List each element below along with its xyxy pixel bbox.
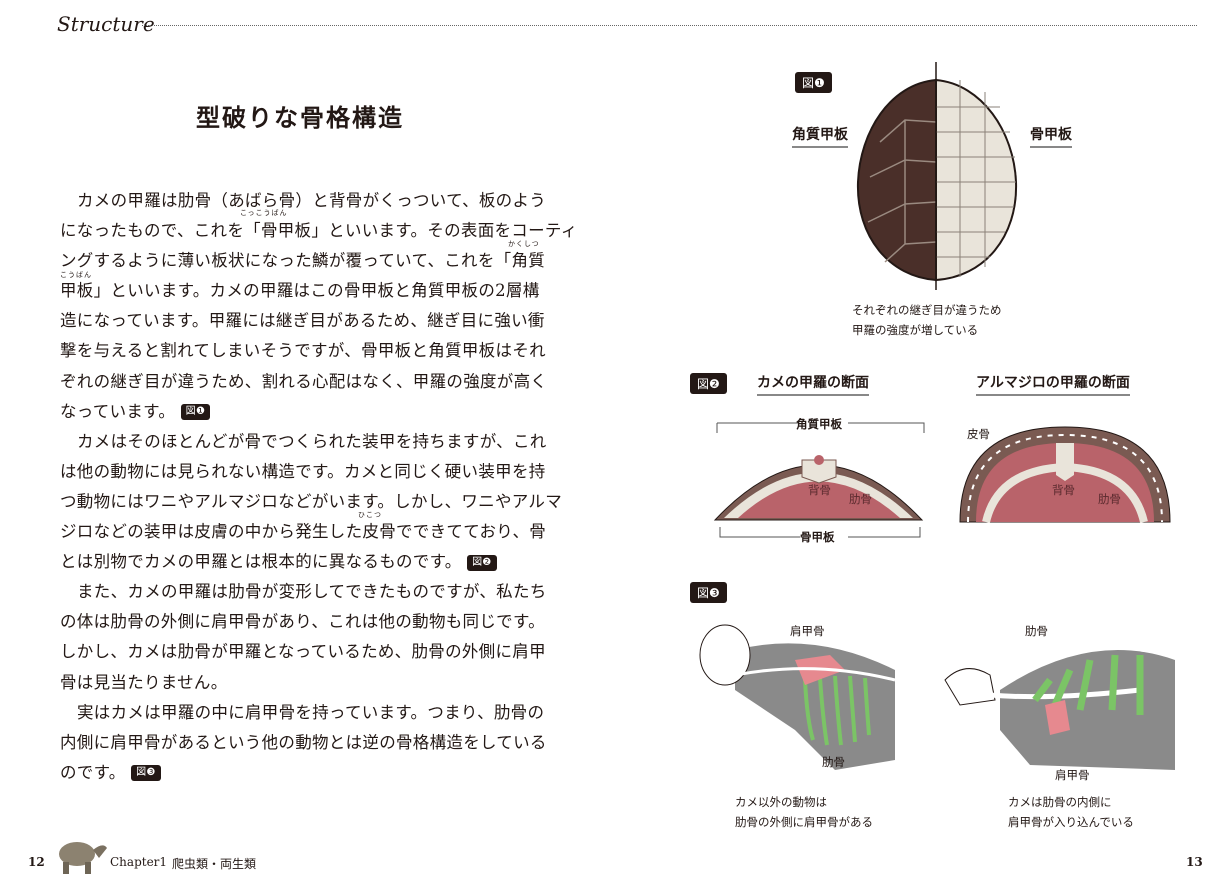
spine-label: 背骨: [808, 483, 831, 497]
rib-label: 肋骨: [1098, 492, 1121, 506]
text-line: カメはそのほとんどが骨でつくられた装甲を持ちますが、これ: [77, 431, 547, 451]
chapter-title: 爬虫類・両生類: [172, 857, 257, 871]
figure-3-left-caption: カメ以外の動物は 肋骨の外側に肩甲骨がある: [735, 792, 873, 832]
ruby-text: こうばん: [60, 271, 92, 279]
bony-plate-label: 骨甲板: [800, 530, 835, 544]
caption-line: 甲羅の強度が増している: [852, 323, 979, 337]
text-span: とは別物でカメの甲羅とは根本的に異なるものです。: [60, 552, 462, 572]
figure-3-tag: 図❸: [690, 582, 727, 603]
text-line: しかし、カメは肋骨が甲羅となっているため、肋骨の外側に肩甲: [60, 642, 546, 662]
figure-ref-1[interactable]: 図❶: [180, 404, 211, 421]
figure-3-right-caption: カメは肋骨の内側に 肩甲骨が入り込んでいる: [1008, 792, 1134, 832]
text-line: カメの甲羅は肋骨（あばら骨）と背骨がくっついて、板のよう: [77, 191, 547, 210]
horny-scute-label: 角質甲板: [796, 417, 842, 431]
figure-2-tag: 図❷: [690, 373, 727, 394]
text-span: なっています。: [60, 401, 176, 421]
figure-ref-2[interactable]: 図❷: [467, 554, 497, 571]
figure-ref-3[interactable]: 図❸: [131, 765, 161, 782]
figure-1-tag: 図❶: [795, 72, 832, 93]
ruby-text: かくしつ: [508, 240, 540, 248]
text-line: つ動物にはワニやアルマジロなどがいます。しかし、ワニやアルマ: [60, 491, 563, 511]
text-line: 内側に肩甲骨があるという他の動物とは逆の骨格構造をしている: [60, 732, 547, 752]
text-line: のです。 図❸: [60, 758, 550, 788]
body-text: カメの甲羅は肋骨（あばら骨）と背骨がくっついて、板のよう になったもので、これを…: [60, 186, 578, 788]
caption-line: それぞれの継ぎ目が違うため: [852, 303, 1002, 317]
text-line: 撃を与えると割れてしまいそうですが、骨甲板と角質甲板はそれ: [60, 341, 546, 361]
ruby-text: こっこうばん: [240, 209, 288, 217]
caption-line: 肋骨の外側に肩甲骨がある: [735, 815, 873, 829]
scapula-label: 肩甲骨: [1055, 768, 1090, 782]
shell-illustration: [856, 62, 1018, 290]
text-line: 甲板」といいます。カメの甲羅はこの骨甲板と角質甲板の2層構: [60, 281, 540, 301]
page-title: 型破りな骨格構造: [196, 104, 404, 132]
text-line: ぞれの継ぎ目が違うため、割れる心配はなく、甲羅の強度が高く: [60, 371, 548, 391]
text-line: になったもので、これを「骨甲板」といいます。その表面をコーティ: [60, 221, 578, 241]
text-span: のです。: [60, 762, 126, 782]
turtle-skeleton: [944, 650, 1175, 770]
text-line: 骨は見当たりません。: [60, 672, 228, 692]
text-line: は他の動物には見られない構造です。カメと同じく硬い装甲を持: [60, 461, 546, 481]
text-line: ングするように薄い板状になった鱗が覆っていて、これを「角質: [60, 251, 546, 271]
text-line: また、カメの甲羅は肋骨が変形してできたものですが、私たち: [77, 582, 547, 602]
turtle-cross-section: [713, 422, 925, 538]
armadillo-cross-section: [959, 426, 1171, 524]
turtle-section-title: カメの甲羅の断面: [757, 372, 869, 396]
mammal-skeleton: [699, 624, 896, 770]
skin-bone-label: 皮骨: [967, 427, 990, 441]
figure-1-caption: それぞれの継ぎ目が違うため 甲羅の強度が増している: [852, 300, 1002, 340]
tortoise-icon: [59, 842, 107, 874]
section-header: Structure: [57, 12, 155, 36]
text-line: 実はカメは甲羅の中に肩甲骨を持っています。つまり、肋骨の: [77, 702, 545, 722]
armadillo-section-title: アルマジロの甲羅の断面: [976, 372, 1130, 396]
page-number-right: 13: [1186, 855, 1203, 869]
rib-label: 肋骨: [849, 492, 872, 506]
text-line: の体は肋骨の外側に肩甲骨があり、これは他の動物も同じです。: [60, 612, 545, 632]
caption-line: 肩甲骨が入り込んでいる: [1008, 815, 1134, 829]
bony-plate-label: 骨甲板: [1030, 124, 1072, 148]
horny-scute-label: 角質甲板: [792, 124, 848, 148]
text-line: なっています。 図❶: [60, 397, 550, 427]
scapula-label: 肩甲骨: [790, 624, 825, 638]
header-divider: [142, 25, 1197, 26]
rib-label: 肋骨: [1025, 624, 1048, 638]
chapter-label: Chapter1: [110, 855, 168, 869]
caption-line: カメ以外の動物は: [735, 795, 827, 809]
page-number-left: 12: [28, 855, 45, 869]
text-line: とは別物でカメの甲羅とは根本的に異なるものです。 図❷: [60, 547, 550, 577]
rib-label: 肋骨: [822, 755, 845, 769]
caption-line: カメは肋骨の内側に: [1008, 795, 1112, 809]
spine-label: 背骨: [1052, 483, 1075, 497]
ruby-text: ひこつ: [358, 511, 382, 519]
text-line: ジロなどの装甲は皮膚の中から発生した皮骨でできてており、骨: [60, 522, 547, 542]
text-line: 造になっています。甲羅には継ぎ目があるため、継ぎ目に強い衝: [60, 311, 545, 331]
